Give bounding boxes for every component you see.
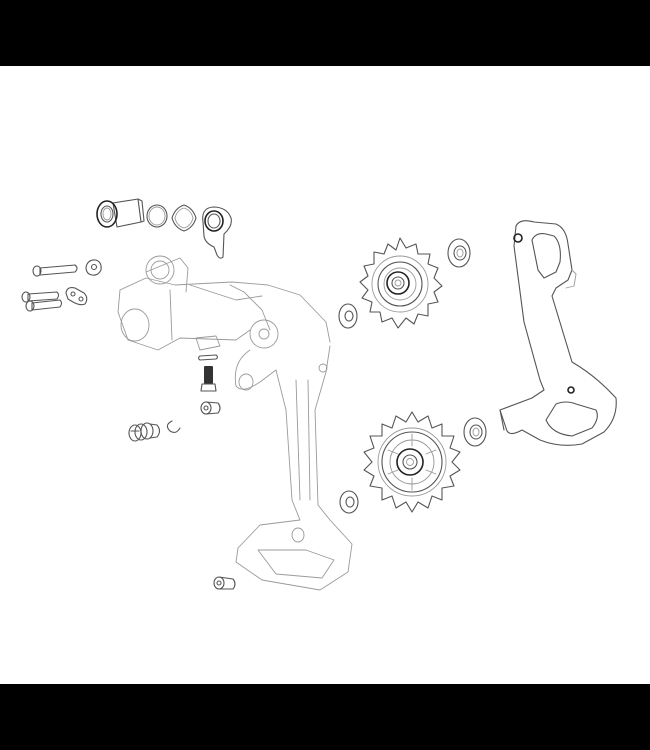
letterbox-top bbox=[0, 0, 650, 66]
e-clip bbox=[166, 420, 181, 434]
pulley-washer-lower-left bbox=[339, 490, 359, 514]
derailleur-body bbox=[117, 255, 353, 591]
barrel-adjuster bbox=[128, 422, 161, 442]
barrel-nut bbox=[200, 401, 221, 415]
inner-cage bbox=[499, 220, 617, 446]
b-tension-plate bbox=[202, 206, 232, 259]
b-knuckle-bolt bbox=[96, 198, 145, 228]
pulley-washer-upper-left bbox=[338, 303, 358, 329]
pin-retainer bbox=[85, 259, 102, 276]
washer-square bbox=[171, 204, 197, 232]
letterbox-bottom bbox=[0, 684, 650, 750]
upper-pulley bbox=[359, 237, 443, 329]
washer-round bbox=[146, 204, 168, 228]
pulley-washer-upper-right bbox=[447, 238, 471, 268]
pivot-pin-long bbox=[32, 264, 78, 277]
pulley-washer-lower-right bbox=[463, 417, 487, 447]
lower-pulley bbox=[363, 411, 461, 513]
cable-bolt bbox=[200, 366, 217, 392]
cage-bolt bbox=[213, 576, 236, 590]
pin-retainer-double bbox=[65, 287, 88, 306]
cable-bolt-washer bbox=[197, 354, 219, 361]
pivot-pins-pair bbox=[21, 291, 63, 312]
